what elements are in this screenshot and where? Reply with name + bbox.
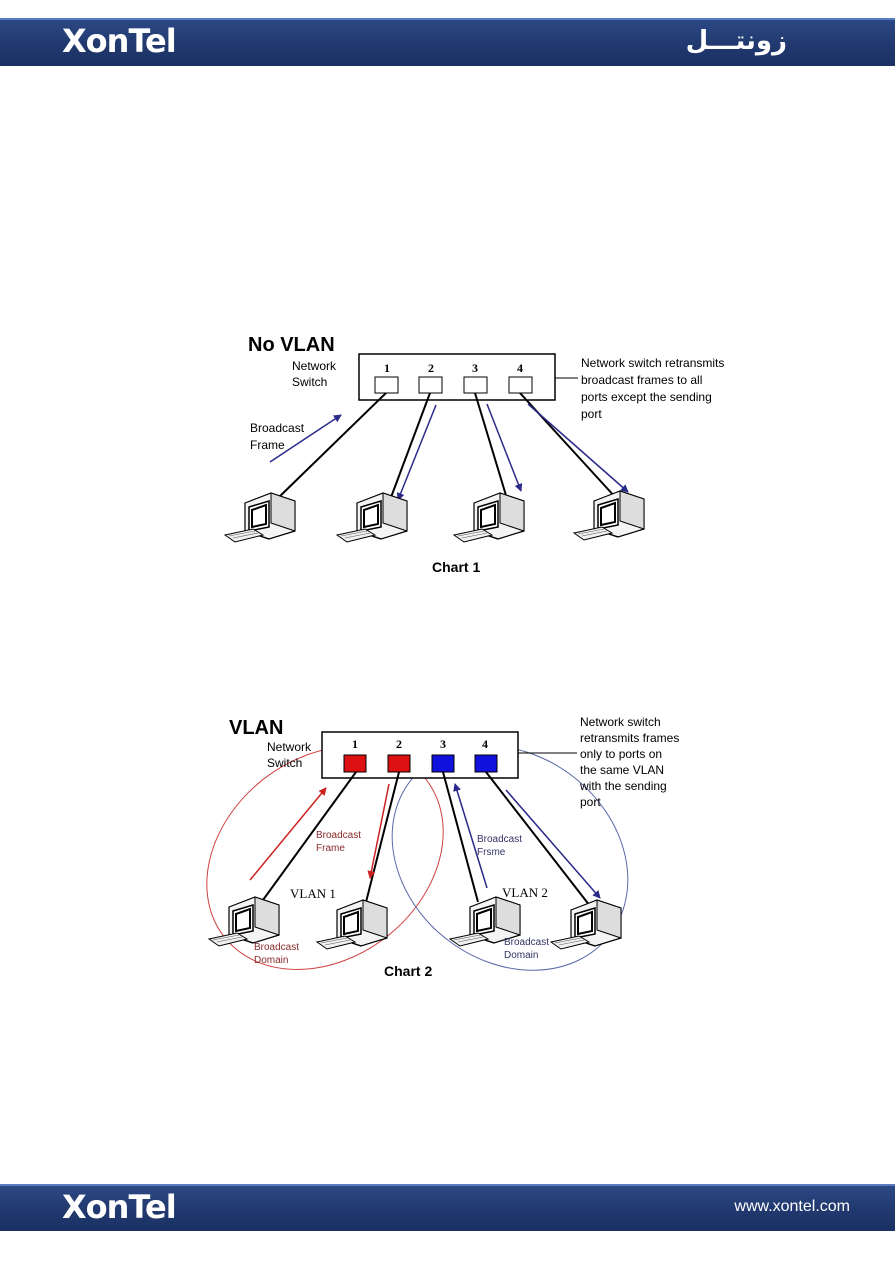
chart2-forward-arrow-vlan2 [505, 789, 601, 899]
chart1-computer-icon [573, 490, 645, 541]
chart2-switch-label-line1: Network [267, 740, 312, 754]
chart1-caption: Chart 1 [432, 559, 480, 575]
chart1-forward-arrow [396, 404, 437, 501]
chart1-port-number: 3 [472, 361, 478, 375]
chart2-note-line: retransmits frames [580, 731, 679, 745]
chart1-broadcast-label: Broadcast [250, 421, 305, 435]
chart2-port-number: 4 [482, 737, 488, 751]
footer-accent-line [0, 1184, 895, 1186]
chart2-domain-left: Domain [254, 955, 288, 966]
chart2-switch-label-line2: Switch [267, 756, 302, 770]
brand-arabic: زونتـــل [685, 26, 787, 56]
chart1-forward-arrow [486, 403, 523, 492]
chart1-switch-label-line1: Network [292, 359, 337, 373]
vlan1-label: VLAN 1 [290, 886, 336, 901]
chart2-broadcast-frame-left: Frame [316, 843, 345, 854]
chart1-note-line: broadcast frames to all [581, 373, 702, 387]
chart1-computer-icon [224, 492, 296, 543]
chart1-port-number: 2 [428, 361, 434, 375]
chart1-port [374, 376, 399, 394]
header-background [0, 18, 895, 66]
chart1-broadcast-arrow [269, 414, 342, 463]
chart2-port-number: 1 [352, 737, 358, 751]
chart1-forward-arrow [527, 403, 629, 493]
chart2-note-line: Network switch [580, 715, 661, 729]
chart2-broadcast-frame-right: Frsme [477, 847, 506, 858]
chart1-note-line: Network switch retransmits [581, 356, 724, 370]
chart1-cable [389, 392, 431, 501]
website-link[interactable]: www.xontel.com [734, 1198, 850, 1215]
chart2-port-number: 2 [396, 737, 402, 751]
chart1-switch-label-line2: Switch [292, 375, 327, 389]
chart2-broadcast-arrow-vlan1 [249, 787, 327, 881]
footer-background [0, 1184, 895, 1231]
chart1-title: No VLAN [248, 334, 335, 356]
vlan2-label: VLAN 2 [502, 885, 548, 900]
chart2-broadcast-frame-right: Broadcast [477, 834, 522, 845]
chart2-computer-icon [208, 896, 280, 947]
chart2-cable [442, 771, 479, 903]
chart2-note-line: the same VLAN [580, 763, 664, 777]
header-accent-line [0, 18, 895, 20]
chart2-cable [485, 771, 591, 907]
chart2-cable [262, 771, 357, 901]
chart2-port-vlan2 [431, 754, 455, 773]
chart1-port [463, 376, 488, 394]
chart-2: VLAN Network Switch 1 2 3 4 Network swit… [206, 715, 679, 979]
chart1-cable [474, 392, 509, 503]
chart1-broadcast-label: Frame [250, 438, 285, 452]
chart1-port-number: 4 [517, 361, 523, 375]
chart2-port-vlan1 [387, 754, 411, 773]
chart2-note-line: only to ports on [580, 747, 662, 761]
chart-1: No VLAN Network Switch 1 2 3 4 Network s… [224, 334, 724, 575]
brand-logo: XonTel [62, 22, 177, 60]
chart2-port-vlan1 [343, 754, 367, 773]
chart2-note-line: with the sending [579, 779, 667, 793]
chart2-domain-right: Broadcast [504, 937, 549, 948]
chart1-port-number: 1 [384, 361, 390, 375]
chart1-cable [275, 392, 387, 501]
chart2-port-number: 3 [440, 737, 446, 751]
chart1-port [418, 376, 443, 394]
chart2-caption: Chart 2 [384, 963, 432, 979]
header-band: XonTel زونتـــل [0, 18, 895, 66]
footer-band: XonTel www.xontel.com [0, 1184, 895, 1231]
footer-brand-logo: XonTel [62, 1188, 177, 1226]
chart2-computer-icon [550, 899, 622, 950]
chart2-title: VLAN [229, 717, 283, 739]
chart2-broadcast-arrow-vlan2 [453, 783, 488, 889]
chart2-note-line: port [580, 795, 601, 809]
chart2-cable [364, 771, 400, 907]
chart2-domain-left: Broadcast [254, 942, 299, 953]
chart2-domain-right: Domain [504, 950, 538, 961]
chart2-forward-arrow-vlan1 [367, 783, 390, 879]
chart1-note-line: port [581, 407, 602, 421]
chart2-computer-icon [316, 899, 388, 950]
chart1-computer-icon [453, 492, 525, 543]
chart2-port-vlan2 [474, 754, 498, 773]
chart1-note-line: ports except the sending [581, 390, 712, 404]
chart1-port [508, 376, 533, 394]
chart1-computer-icon [336, 492, 408, 543]
chart2-broadcast-frame-left: Broadcast [316, 830, 361, 841]
